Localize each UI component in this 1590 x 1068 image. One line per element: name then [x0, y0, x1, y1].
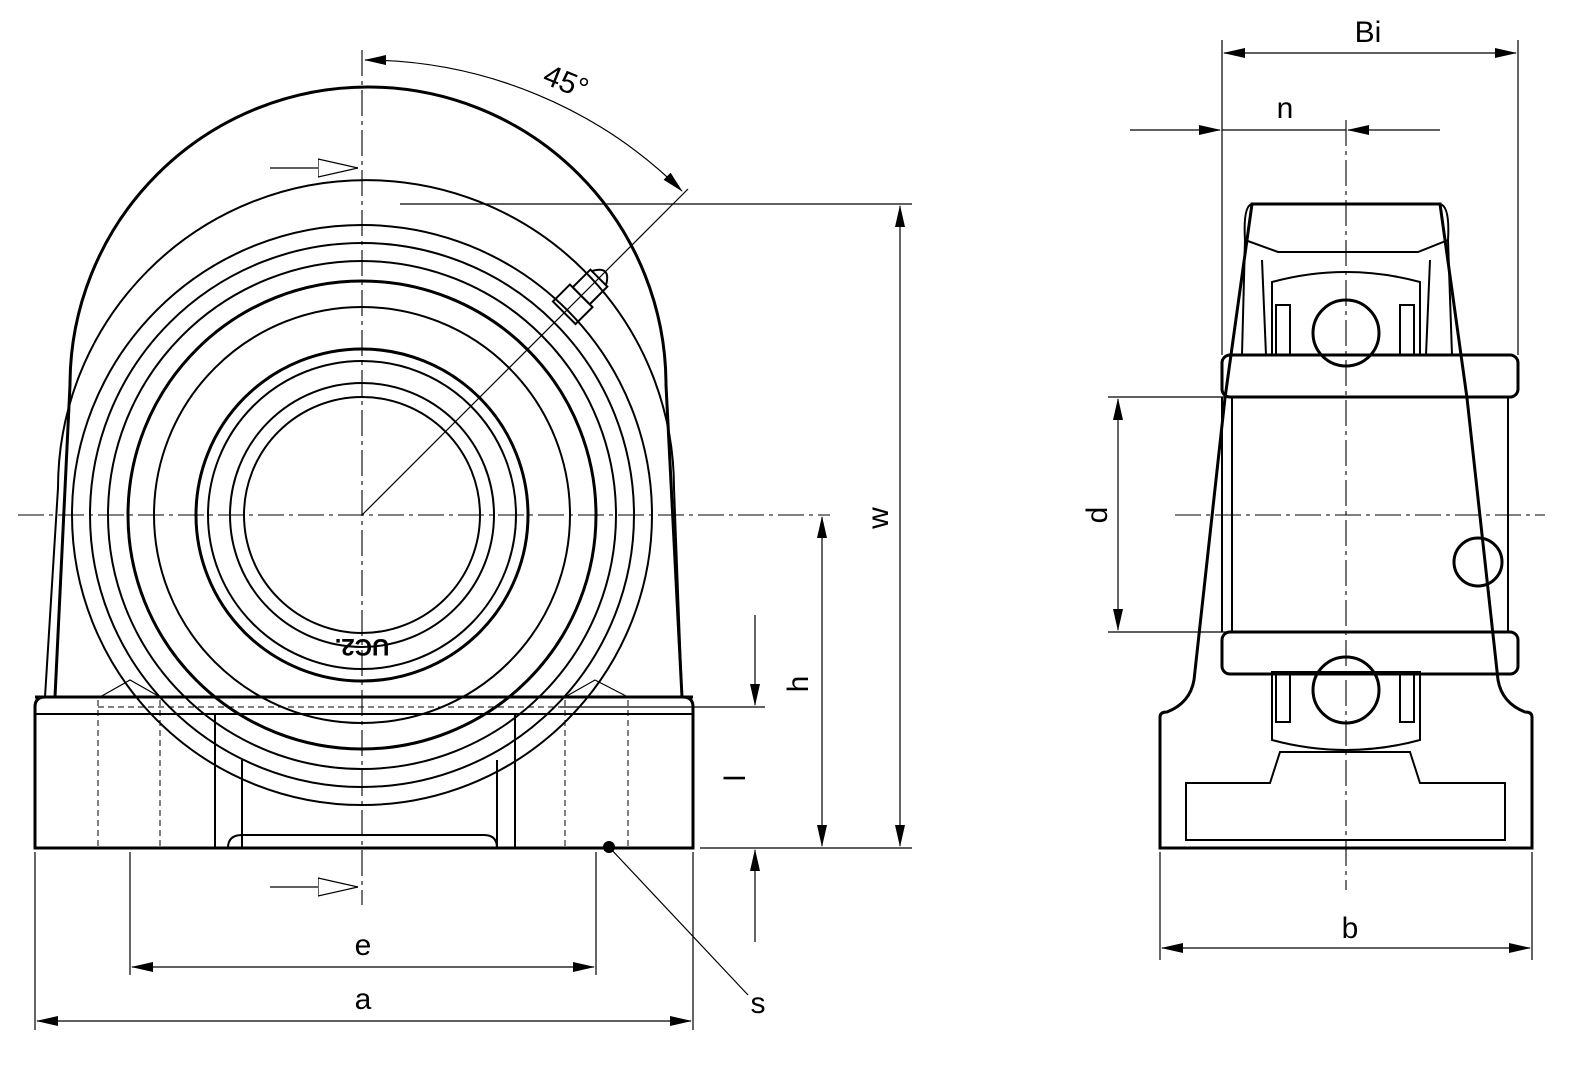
a-label: a — [355, 983, 372, 1016]
seal-bottom-left — [1275, 671, 1291, 723]
base-recess — [227, 834, 498, 849]
l-label: l — [719, 775, 752, 782]
front-view: UC2. 45° w h l e a — [18, 50, 912, 1030]
b-label: b — [1342, 912, 1359, 945]
bolt-cone-left — [99, 679, 161, 698]
inner-ring-top — [1220, 353, 1520, 399]
w-label: w — [862, 507, 895, 530]
side-housing-top-section — [1243, 203, 1450, 253]
seal-top-left — [1275, 304, 1291, 356]
outer-ring-bottom — [1271, 671, 1421, 751]
set-screw-icon — [1452, 536, 1504, 588]
base-foot-right — [496, 714, 516, 848]
bolt-cone-right — [564, 679, 629, 698]
seal-top-right — [1399, 304, 1415, 356]
centerline-45 — [361, 188, 689, 516]
n-label: n — [1277, 92, 1294, 125]
side-view: Bi n d b — [1081, 16, 1545, 960]
side-housing-top-outer — [1241, 239, 1453, 356]
s-label: s — [751, 987, 766, 1020]
base-foot-left — [214, 714, 243, 848]
bi-label: Bi — [1355, 16, 1382, 49]
s-leader-line — [608, 846, 749, 996]
h-label: h — [782, 676, 815, 693]
e-label: e — [355, 929, 372, 962]
angle-dimension-arc — [364, 55, 683, 192]
side-housing-bottom-section — [1185, 751, 1506, 841]
d-label: d — [1081, 507, 1114, 524]
seal-bottom-right — [1399, 671, 1415, 723]
outer-ring-top — [1271, 271, 1421, 356]
